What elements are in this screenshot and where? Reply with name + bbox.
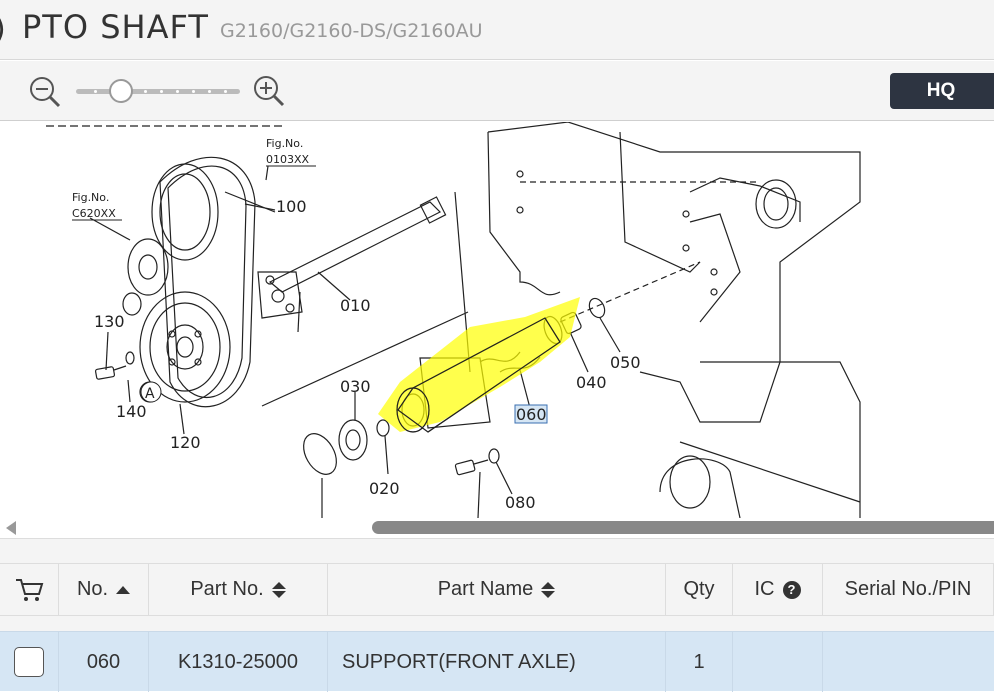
cart-icon: [16, 578, 44, 601]
row-checkbox-cell: [0, 632, 59, 692]
divider: [0, 538, 994, 564]
sort-icon: [271, 581, 286, 598]
back-icon[interactable]: ): [0, 12, 6, 47]
col-serial: Serial No./PIN: [823, 563, 994, 615]
callout-010[interactable]: 010: [340, 296, 371, 315]
circle-label-a: A: [145, 386, 155, 402]
col-serial-label: Serial No./PIN: [844, 578, 972, 600]
sort-asc-icon: [116, 585, 131, 594]
fig-ref-2-line1: Fig.No.: [72, 191, 109, 204]
callout-140[interactable]: 140: [116, 402, 147, 421]
parts-diagram-svg: 100 010 130 140 120 030 020 060 040 050 …: [46, 122, 861, 518]
callout-030[interactable]: 030: [340, 377, 371, 396]
table-row[interactable]: 060 K1310-25000 SUPPORT(FRONT AXLE) 1: [0, 631, 994, 692]
parts-diagram[interactable]: 100 010 130 140 120 030 020 060 040 050 …: [0, 122, 994, 518]
callout-080[interactable]: 080: [505, 493, 536, 512]
callout-020[interactable]: 020: [369, 479, 400, 498]
col-no[interactable]: No.: [59, 563, 149, 615]
cell-no: 060: [59, 632, 149, 692]
cell-serial: [823, 632, 994, 692]
col-part-no[interactable]: Part No.: [149, 563, 328, 615]
zoom-out-icon[interactable]: [28, 75, 62, 109]
zoom-slider[interactable]: [76, 89, 240, 94]
col-part-name[interactable]: Part Name: [328, 563, 666, 615]
help-icon[interactable]: ?: [782, 580, 801, 599]
col-qty: Qty: [666, 563, 733, 615]
row-checkbox[interactable]: [14, 647, 44, 677]
callout-130[interactable]: 130: [94, 312, 125, 331]
cell-part-no: K1310-25000: [149, 632, 328, 692]
callout-050[interactable]: 050: [610, 353, 641, 372]
table-header-spacer: [0, 615, 994, 631]
col-ic: IC ?: [733, 563, 823, 615]
page-title: PTO SHAFT: [22, 8, 209, 46]
col-qty-label: Qty: [683, 578, 715, 600]
hq-button[interactable]: HQ: [890, 73, 994, 109]
diagram-scrollbar[interactable]: [0, 518, 994, 538]
col-part-name-label: Part Name: [437, 578, 534, 600]
toolbar: HQ: [0, 61, 994, 121]
fig-ref-2-line2[interactable]: C620XX: [72, 207, 116, 220]
zoom-slider-thumb[interactable]: [108, 79, 133, 103]
callout-120[interactable]: 120: [170, 433, 201, 452]
model-list: G2160/G2160-DS/G2160AU: [220, 20, 483, 42]
fig-ref-1-line2[interactable]: 0103XX: [266, 153, 310, 166]
col-part-no-label: Part No.: [190, 578, 264, 600]
callout-100[interactable]: 100: [276, 197, 307, 216]
cell-ic: [733, 632, 823, 692]
col-cart: [0, 563, 59, 615]
fig-ref-1-line1: Fig.No.: [266, 137, 303, 150]
scroll-left-arrow-icon[interactable]: [6, 521, 16, 535]
col-ic-label: IC: [754, 578, 775, 600]
zoom-in-icon[interactable]: [252, 74, 286, 108]
sort-icon: [541, 581, 556, 598]
callout-060[interactable]: 060: [516, 405, 547, 424]
callout-040[interactable]: 040: [576, 373, 607, 392]
scroll-thumb[interactable]: [372, 521, 994, 534]
col-no-label: No.: [76, 578, 109, 600]
cell-qty: 1: [666, 632, 733, 692]
cell-part-name: SUPPORT(FRONT AXLE): [328, 632, 666, 692]
title-bar: ) PTO SHAFT G2160/G2160-DS/G2160AU: [0, 0, 994, 60]
part-highlight: [378, 297, 580, 432]
